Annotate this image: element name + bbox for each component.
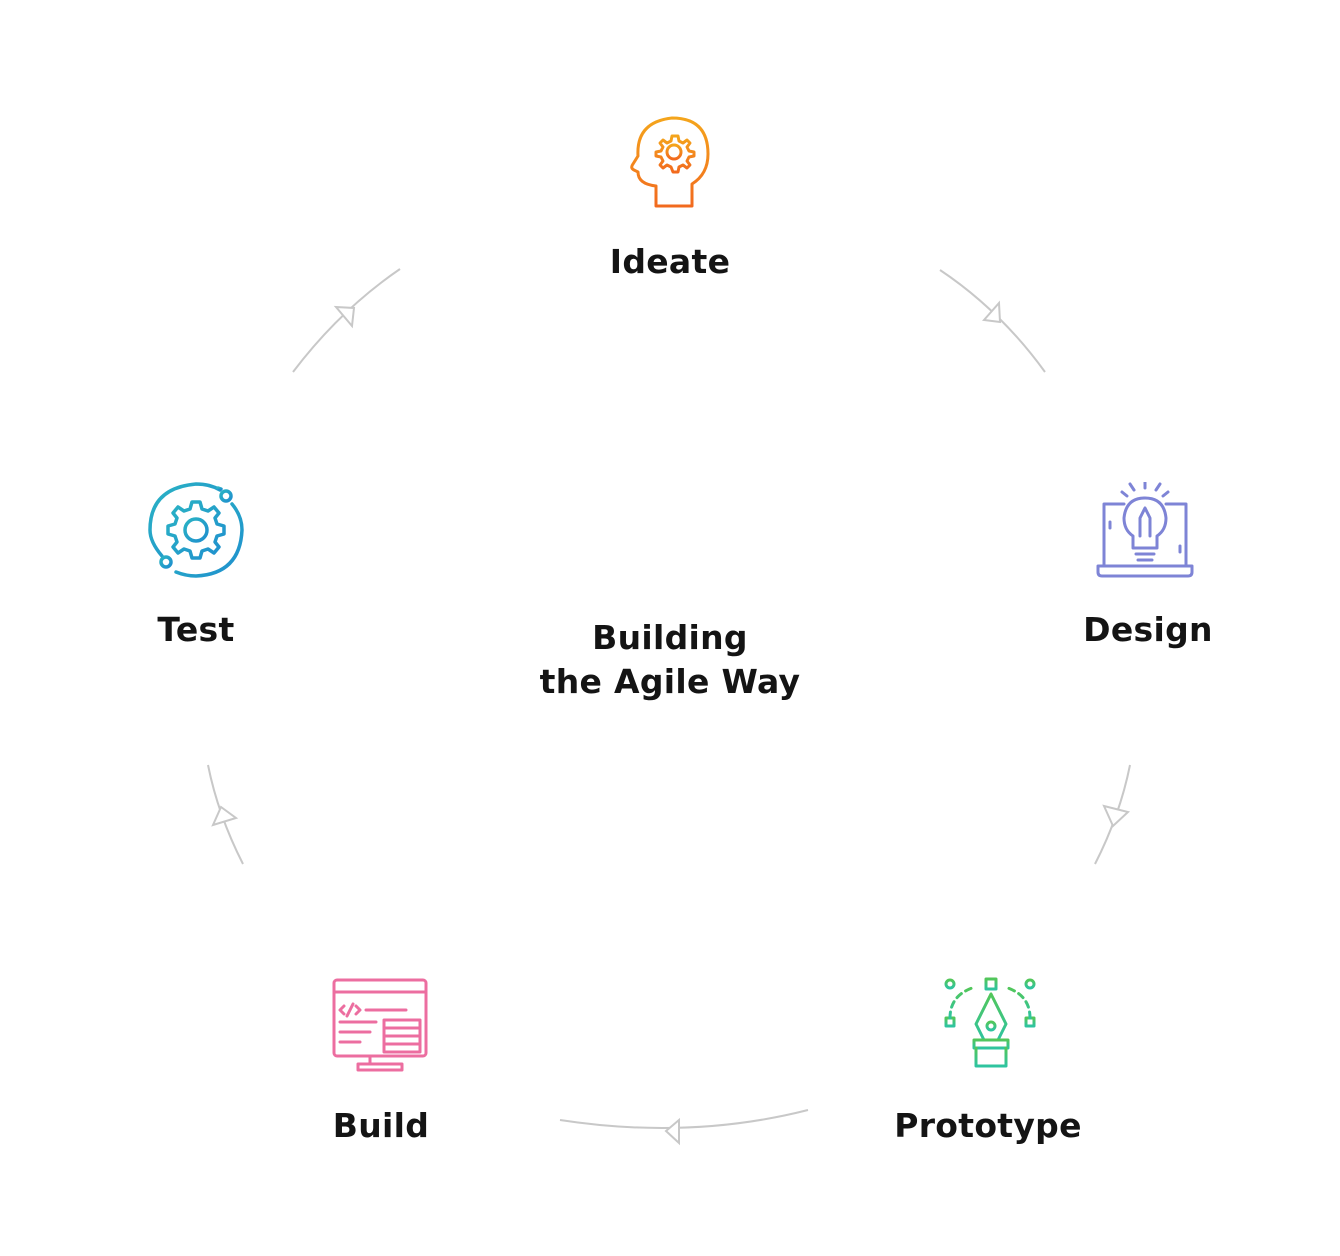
connector-arrowhead: [981, 300, 1002, 324]
step-label-design: Design: [1083, 610, 1213, 649]
connector-arrowhead: [333, 305, 356, 329]
connector-arrowhead: [664, 1117, 680, 1146]
connector-arrowhead: [211, 805, 239, 827]
title-line-1: Building: [592, 618, 748, 657]
diagram-title: Building the Agile Way: [540, 616, 801, 704]
laptop-lightbulb-icon: [1096, 482, 1194, 578]
step-label-test: Test: [157, 610, 235, 649]
step-label-ideate: Ideate: [609, 242, 731, 281]
gear-cycle-icon: [148, 482, 244, 578]
connector-prototype-build: [559, 1109, 809, 1129]
step-label-prototype: Prototype: [894, 1106, 1082, 1145]
title-line-2: the Agile Way: [539, 662, 801, 701]
connector-arrowhead: [1102, 804, 1131, 828]
pen-tool-icon: [944, 977, 1036, 1068]
head-gear-icon: [630, 116, 710, 208]
code-monitor-icon: [332, 978, 428, 1072]
step-label-build: Build: [332, 1106, 430, 1145]
